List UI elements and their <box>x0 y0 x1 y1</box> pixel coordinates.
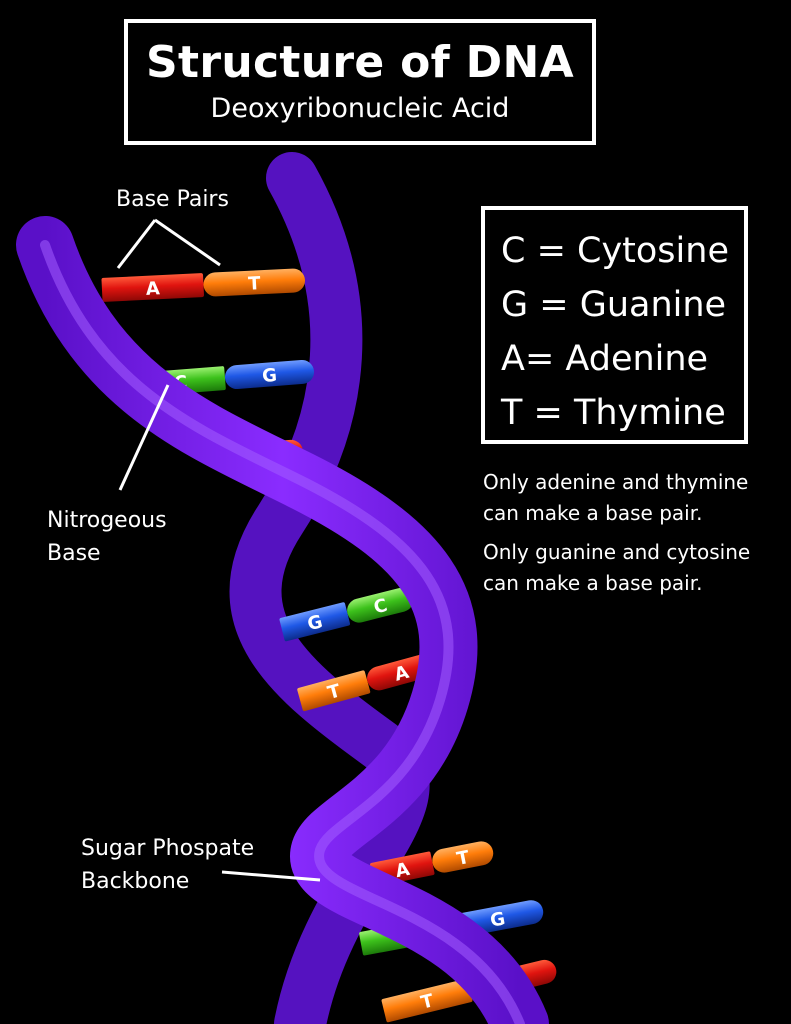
base-left-letter: G <box>305 611 324 635</box>
base-pairs-pointer-left <box>116 219 157 269</box>
backbone-label: Sugar Phospate Backbone <box>81 832 254 898</box>
base-left-segment <box>101 273 204 302</box>
base-legend: C = Cytosine G = Guanine A= Adenine T = … <box>481 206 748 444</box>
backbone-front-highlight <box>40 240 525 1024</box>
base-right-letter: A <box>392 662 411 686</box>
base-right-letter: G <box>489 908 507 931</box>
base-right-segment <box>224 359 315 390</box>
nitrogenous-base-label-line2: Base <box>47 541 101 566</box>
base-pair-rod: TA <box>297 654 436 712</box>
legend-adenine: A= Adenine <box>501 339 709 379</box>
base-right-letter: T <box>455 847 472 870</box>
page-title: Structure of DNA <box>146 37 574 88</box>
base-left-letter: A <box>145 278 160 300</box>
legend-thymine: T = Thymine <box>501 393 726 433</box>
nitrogenous-base-label-line1: Nitrogeous <box>47 508 167 533</box>
base-pair-rod: GC <box>279 587 414 642</box>
base-left-segment <box>297 670 371 712</box>
note-adenine-thymine: Only adenine and thymine can make a base… <box>483 470 749 525</box>
legend-guanine: G = Guanine <box>501 285 727 325</box>
backbone-pointer <box>221 870 321 882</box>
title-box: Structure of DNA Deoxyribonucleic Acid <box>124 19 596 145</box>
backbone-label-line1: Sugar Phospate <box>81 836 255 861</box>
base-right-segment <box>347 587 414 623</box>
backbone-strand-back <box>229 152 430 1024</box>
base-right-letter: T <box>248 273 262 295</box>
base-right-segment <box>432 841 494 873</box>
backbone-label-line2: Backbone <box>81 869 190 894</box>
nitrogenous-base-label: Nitrogeous Base <box>47 504 167 570</box>
base-left-letter: T <box>419 990 437 1013</box>
nitrogenous-base-pointer <box>118 384 170 491</box>
base-right-segment <box>367 654 436 691</box>
page-subtitle: Deoxyribonucleic Acid <box>210 93 510 124</box>
base-pairs-pointer-right <box>154 218 221 267</box>
base-right-letter: C <box>372 595 390 619</box>
base-left-segment <box>279 602 351 642</box>
legend-cytosine: C = Cytosine <box>501 231 729 271</box>
note-guanine-cytosine: Only guanine and cytosine can make a bas… <box>483 540 751 595</box>
base-pairs-label: Base Pairs <box>116 187 229 212</box>
base-left-letter: A <box>394 859 412 882</box>
base-right-letter: G <box>261 365 277 387</box>
base-right-segment <box>203 268 306 297</box>
base-left-segment <box>381 978 473 1023</box>
